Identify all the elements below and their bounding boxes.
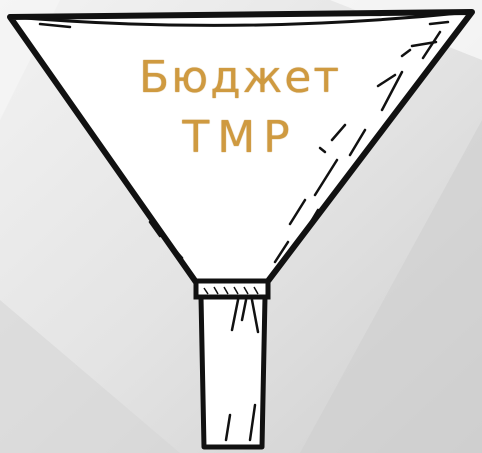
funnel-caption-line-2: ТМР — [95, 110, 385, 166]
funnel-caption-line-1: Бюджет — [95, 50, 385, 106]
